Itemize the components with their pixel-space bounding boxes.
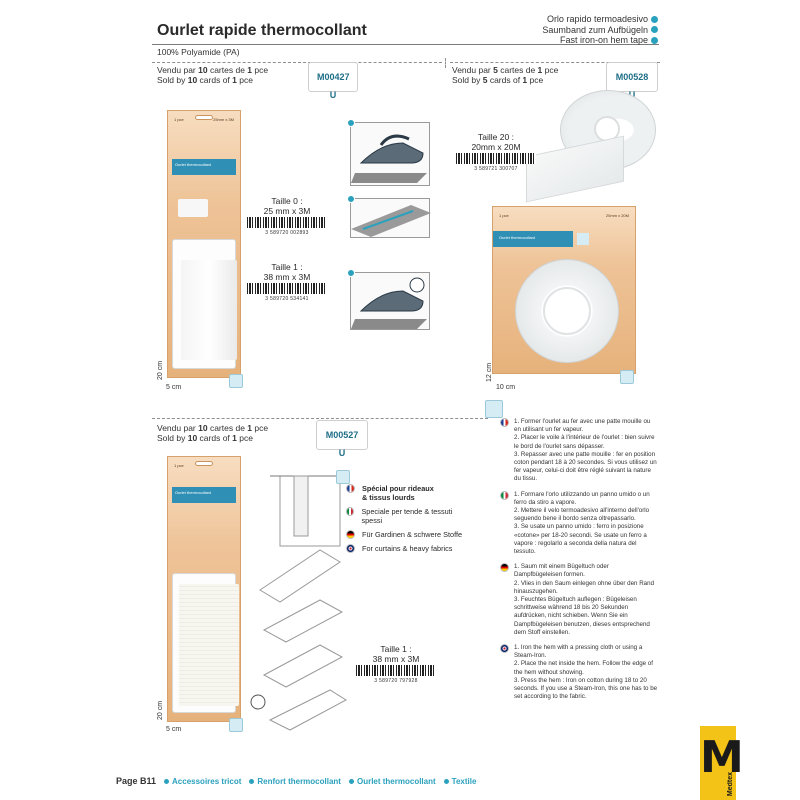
flag-fr-icon [500,418,509,427]
product-reference: M00427 U [308,62,358,100]
sold-by-text: Vendu par 10 cartes de 1 pce Sold by 10 … [157,423,269,443]
product-reference: M00528 U [606,62,658,100]
barcode [456,153,536,164]
fabric-row-fr: Spécial pour rideaux& tissus lourds [346,484,466,502]
flag-fr-icon [346,484,355,493]
size-block: Taille 1 : 38 mm x 3M 3 589720 534141 [242,262,332,304]
label-band [172,159,236,175]
iron-press-icon [351,277,427,329]
footer-link[interactable]: Accessoires tricot [164,777,241,786]
step-illustration-3 [347,269,430,330]
size-block: Taille 1 : 38 mm x 3M 3 589720 797928 [348,644,444,686]
barcode [247,283,327,294]
bullet-icon [249,778,255,784]
width-dimension: 5 cm [166,726,182,733]
fabric-row-en: For curtains & heavy fabrics [346,544,466,553]
product-window [172,239,237,369]
fabric-info: Spécial pour rideaux& tissus lourds Spec… [346,484,466,558]
iron-on-icon [620,370,634,384]
iron-on-icon [577,233,589,245]
product-window [172,573,239,713]
logo-letter: M [700,732,744,783]
instructions-de: 1. Saum mit einem Bügeltuch oder Dampfbü… [500,563,658,637]
instructions-panel: 1. Former l'ourlet au fer avec une patte… [500,418,658,709]
height-dimension: 12 cm [486,362,493,382]
iron-icon [351,134,427,183]
step-marker [347,195,355,203]
flag-en-icon [500,644,509,654]
page-footer: Page B11 Accessoires tricot Renfort ther… [116,776,476,786]
bullet-icon [164,778,170,784]
section-divider [450,62,660,63]
hang-hole [195,461,213,466]
flag-en-icon [346,544,355,553]
curtain-tape-strip [179,584,239,706]
barcode [356,665,436,676]
sold-by-text: Vendu par 5 cartes de 1 pce Sold by 5 ca… [452,65,559,85]
roll-core [543,287,591,335]
size-block: Taille 0 : 25 mm x 3M 3 589720 002893 [242,196,332,238]
instructions-en: 1. Iron the hem with a pressing cloth or… [500,644,658,701]
header-divider [152,44,659,45]
flag-it-icon [346,507,355,516]
fabric-row-de: Für Gardinen & schwere Stoffe [346,530,466,539]
material-text: 100% Polyamide (PA) [157,47,240,57]
bullet-icon [443,778,449,784]
brand-logo: M Medtex [700,726,744,800]
sold-by-text: Vendu par 10 cartes de 1 pce Sold by 10 … [157,65,269,85]
product-card-image: 1 pce 25mm x 3M Ourlet thermocollant [167,110,241,378]
title-en: Fast iron-on hem tape [559,35,648,45]
flag-it-icon [500,490,509,500]
width-dimension: 5 cm [166,384,182,391]
product-reference: M00527 U [316,420,368,458]
product-card-image: 1 pce Ourlet thermocollant [167,456,241,722]
section-divider [445,58,446,68]
label-band [493,231,573,247]
page-number: Page B11 [116,776,157,786]
fabric-row-it: Speciale per tende & tessuti spessi [346,507,466,525]
curtain-icon [250,475,350,731]
step-marker [347,119,355,127]
title-it: Orlo rapido termoadesivo [546,14,648,24]
footer-link[interactable]: Renfort thermocollant [249,777,341,786]
footer-link[interactable]: Textile [443,777,476,786]
title-de: Saumband zum Aufbügeln [542,24,648,35]
footer-link[interactable]: Ourlet thermocollant [348,777,436,786]
hem-tape-strip [181,260,237,360]
bullet-icon [651,15,658,23]
product-card-image: 1 pce 20mm x 20M Ourlet thermocollant [492,206,636,374]
flag-de-icon [346,530,355,539]
page-title: Ourlet rapide thermocollant [157,22,367,39]
bullet-icon [348,778,354,784]
bullet-icon [651,36,658,44]
translated-titles: Orlo rapido termoadesivo Saumband zum Au… [542,14,658,46]
step-illustration-1 [347,119,430,186]
curtain-steps-illustration [250,470,350,740]
width-dimension: 10 cm [496,384,516,391]
instructions-it: 1. Formare l'orlo utilizzando un panno u… [500,490,658,557]
step-marker [347,269,355,277]
bullet-icon [651,26,658,34]
flag-de-icon [500,563,509,573]
section-divider [152,418,488,419]
section-divider [152,62,442,63]
iron-on-icon [229,718,243,732]
iron-thumbnail [178,199,208,217]
iron-on-icon [229,374,243,388]
tape-roll-image [520,86,660,203]
height-dimension: 20 cm [157,360,164,380]
hang-hole [195,115,213,120]
step-illustration-2 [347,195,431,238]
iron-on-icon [336,470,350,484]
label-band [172,487,236,503]
instructions-icon [485,400,503,418]
fabric-hem-icon [351,205,431,237]
size-block: Taille 20 : 20mm x 20M 3 589721 300707 [448,132,544,174]
instructions-fr: 1. Former l'ourlet au fer avec une patte… [500,418,658,484]
height-dimension: 20 cm [157,700,164,720]
barcode [247,217,327,228]
logo-brand: Medtex [727,771,734,796]
